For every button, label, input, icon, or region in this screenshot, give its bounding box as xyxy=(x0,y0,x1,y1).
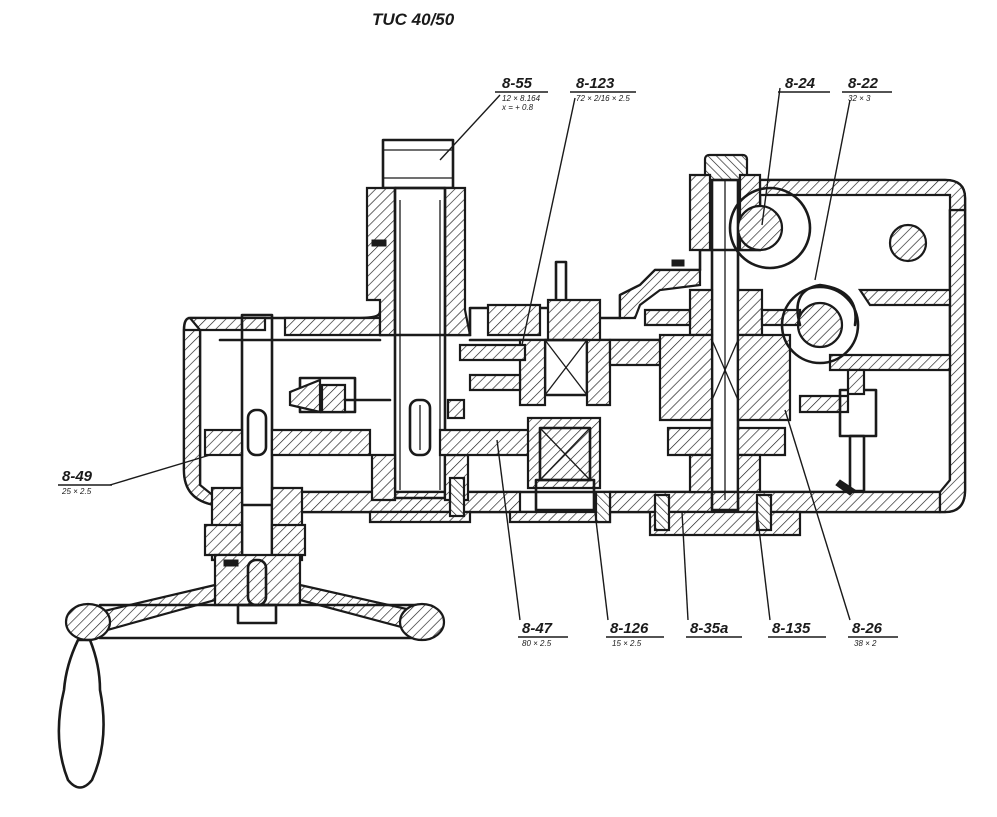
right-spindle-assembly xyxy=(643,153,802,537)
label-8-55: 8-55 12 × 8.164 x = + 0.8 xyxy=(495,75,548,112)
svg-text:x = + 0.8: x = + 0.8 xyxy=(501,103,534,112)
left-vertical-shaft-8-49 xyxy=(203,313,532,625)
svg-text:8-55: 8-55 xyxy=(502,75,533,92)
svg-text:8-126: 8-126 xyxy=(610,620,649,637)
svg-text:8-22: 8-22 xyxy=(848,75,879,92)
label-8-26: 8-26 38 × 2 xyxy=(848,620,898,648)
svg-text:12 × 8.164: 12 × 8.164 xyxy=(502,94,541,103)
handwheel[interactable] xyxy=(57,583,446,789)
svg-text:8-47: 8-47 xyxy=(522,620,553,637)
fasteners xyxy=(223,259,685,567)
svg-text:80 × 2.5: 80 × 2.5 xyxy=(522,639,552,648)
idler-gears-8-24-8-22 xyxy=(728,186,928,365)
svg-text:8-24: 8-24 xyxy=(785,75,816,92)
label-8-35a: 8-35a xyxy=(686,620,742,638)
label-8-123: 8-123 72 × 2/16 × 2.5 xyxy=(570,75,636,103)
svg-text:25 × 2.5: 25 × 2.5 xyxy=(61,487,92,496)
middle-shaft-8-123 xyxy=(458,260,667,407)
vertical-column-8-55 xyxy=(365,138,472,524)
svg-text:72 × 2/16 × 2.5: 72 × 2/16 × 2.5 xyxy=(576,94,630,103)
label-8-24: 8-24 xyxy=(778,75,830,93)
svg-text:32 × 3: 32 × 3 xyxy=(848,94,871,103)
svg-text:8-135: 8-135 xyxy=(772,620,811,637)
leader-lines xyxy=(109,87,851,621)
svg-text:15 × 2.5: 15 × 2.5 xyxy=(612,639,642,648)
label-8-49: 8-49 25 × 2.5 xyxy=(58,468,112,496)
svg-text:38 × 2: 38 × 2 xyxy=(854,639,877,648)
svg-text:8-26: 8-26 xyxy=(852,620,883,637)
right-lever-assembly[interactable] xyxy=(798,368,878,496)
svg-text:8-123: 8-123 xyxy=(576,75,615,92)
svg-text:8-49: 8-49 xyxy=(62,468,93,485)
horizontal-shaft-8-47 xyxy=(288,376,612,524)
part-labels: 8-55 12 × 8.164 x = + 0.8 8-123 72 × 2/1… xyxy=(58,75,898,648)
label-8-126: 8-126 15 × 2.5 xyxy=(606,620,664,648)
label-8-135: 8-135 xyxy=(768,620,826,638)
label-8-47: 8-47 80 × 2.5 xyxy=(518,620,568,648)
label-8-22: 8-22 32 × 3 xyxy=(842,75,892,103)
svg-text:8-35a: 8-35a xyxy=(690,620,728,637)
drawing-title: TUC 40/50 xyxy=(372,10,455,29)
